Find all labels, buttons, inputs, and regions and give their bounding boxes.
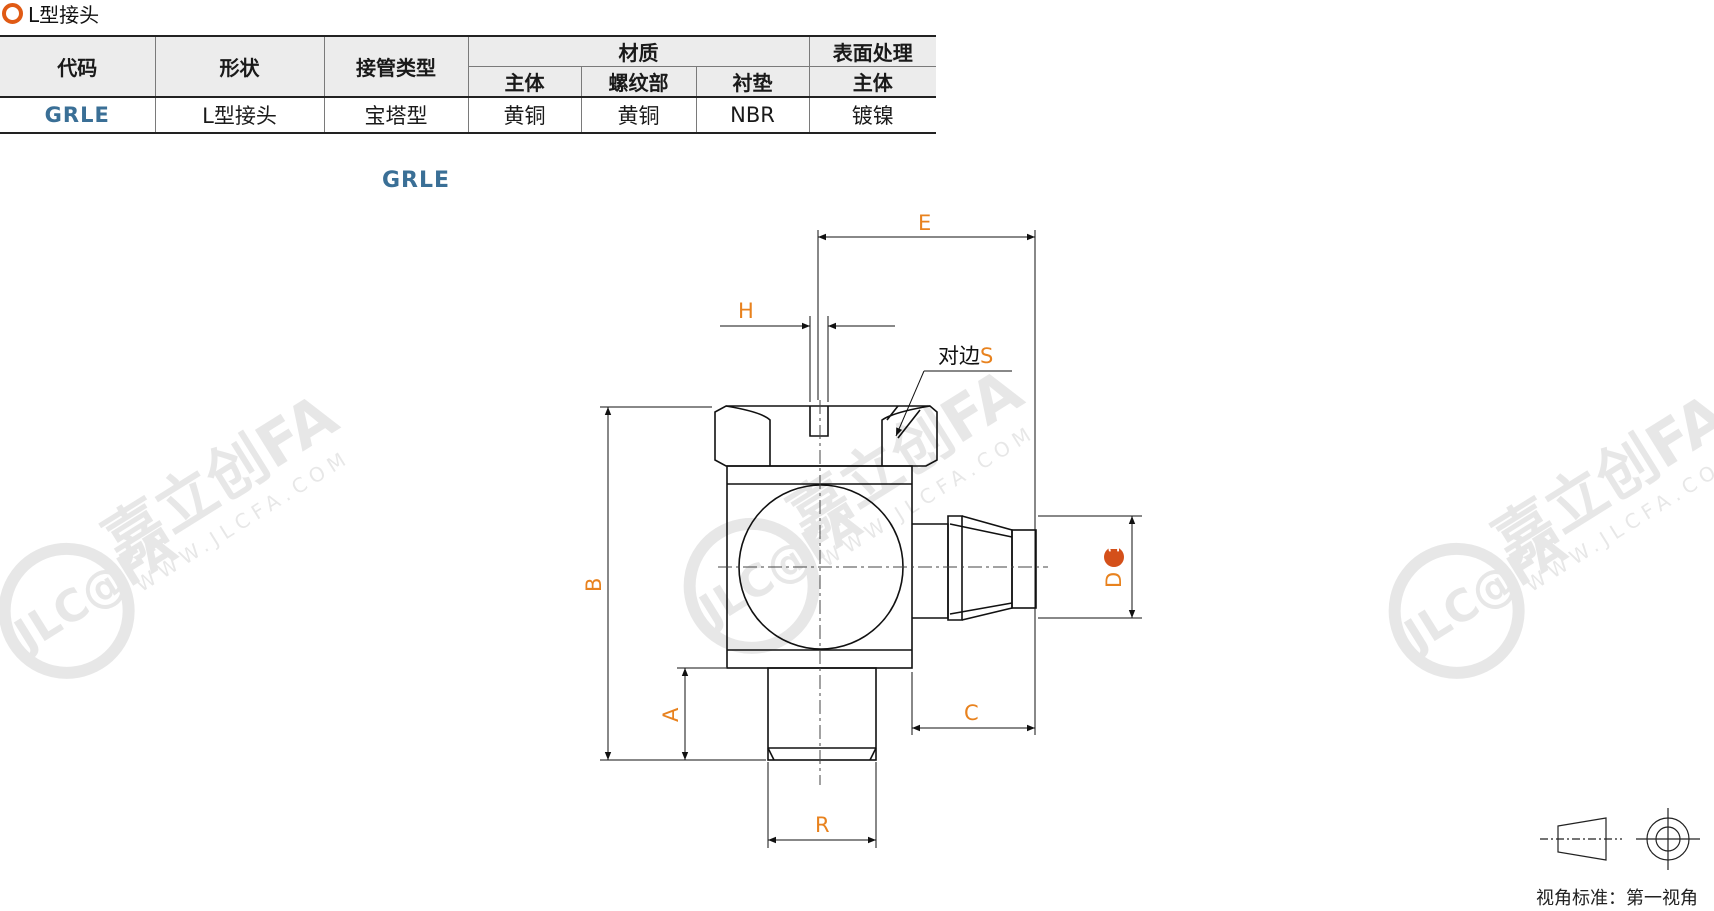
header-shape: 形状 (154, 35, 325, 98)
dimension-labels: E H 对边S B A C D 1 R (582, 211, 1126, 837)
spec-table: 代码 形状 接管类型 材质 表面处理 主体 螺纹部 衬垫 主体 GRLE L型接… (0, 35, 937, 134)
dim-D-badge-text: 1 (1107, 543, 1123, 553)
cell-material-thread: 黄铜 (580, 97, 697, 134)
barb-line (949, 523, 1013, 615)
figure-label: GRLE (382, 168, 451, 193)
cell-material-gasket: NBR (695, 97, 810, 134)
table-row: GRLE L型接头 宝塔型 黄铜 黄铜 NBR 镀镍 (0, 97, 937, 134)
watermark-center: JLC@FA 嘉立创FA WWW.JLCFA.COM (683, 355, 1040, 654)
dim-B-label: B (582, 578, 606, 592)
dim-D-badge (1104, 547, 1124, 567)
cell-surface-body: 镀镍 (808, 97, 937, 134)
center-lines (718, 400, 1048, 785)
dim-S-prefix: 对边 (938, 344, 980, 368)
first-angle-projection-icon (1540, 808, 1700, 870)
dimension-lines (600, 230, 1142, 848)
section-ring-icon (2, 2, 23, 24)
cell-type: 宝塔型 (323, 97, 469, 134)
hex-nut (714, 405, 938, 467)
thread-chamfer (767, 747, 877, 761)
header-surface: 表面处理 (808, 35, 937, 67)
header-code: 代码 (0, 35, 156, 98)
barb-front (947, 515, 963, 621)
cell-material-body: 黄铜 (467, 97, 582, 134)
header-surface-body: 主体 (808, 66, 937, 98)
header-material-thread: 螺纹部 (580, 66, 697, 98)
dim-S-label: S (980, 344, 993, 368)
hex-face-right (881, 405, 931, 466)
section-title-text: L型接头 (28, 2, 100, 27)
dim-R-label: R (815, 813, 830, 837)
hex-face-left (725, 405, 771, 466)
header-material-gasket: 衬垫 (695, 66, 810, 98)
section-title: L型接头 (2, 0, 100, 27)
barb-tip (1011, 529, 1037, 609)
watermark-right: JLC@FA 嘉立创FA WWW.JLCFA.COM (1388, 380, 1714, 679)
dim-C-label: C (964, 701, 979, 725)
watermark-left: JLC@FA 嘉立创FA WWW.JLCFA.COM (0, 380, 355, 679)
header-type: 接管类型 (323, 35, 469, 98)
projection-caption: 视角标准：第一视角 (1536, 888, 1698, 909)
side-neck (912, 523, 949, 619)
dim-H-label: H (738, 299, 754, 323)
slot (809, 406, 829, 437)
dim-E-label: E (918, 211, 931, 235)
dim-D-label: D (1102, 572, 1126, 588)
header-material-body: 主体 (468, 66, 582, 98)
svg-text:对边S: 对边S (938, 344, 993, 368)
thread-body (767, 667, 877, 761)
dim-A-label: A (659, 707, 683, 722)
cell-shape: L型接头 (154, 97, 325, 134)
header-material: 材质 (467, 35, 810, 67)
